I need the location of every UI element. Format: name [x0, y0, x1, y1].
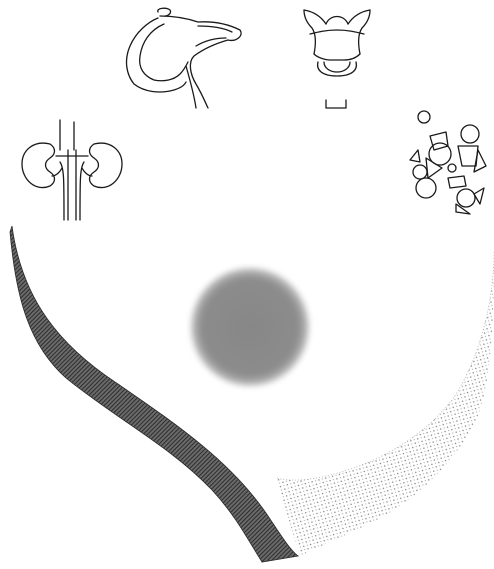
dotted-arc-band [276, 252, 494, 556]
cells-cluster-icon [410, 111, 486, 214]
thyroid-icon [304, 10, 370, 108]
blurred-circle-icon [188, 265, 312, 389]
kidneys-icon [22, 120, 122, 220]
pancreas-icon [127, 8, 242, 108]
